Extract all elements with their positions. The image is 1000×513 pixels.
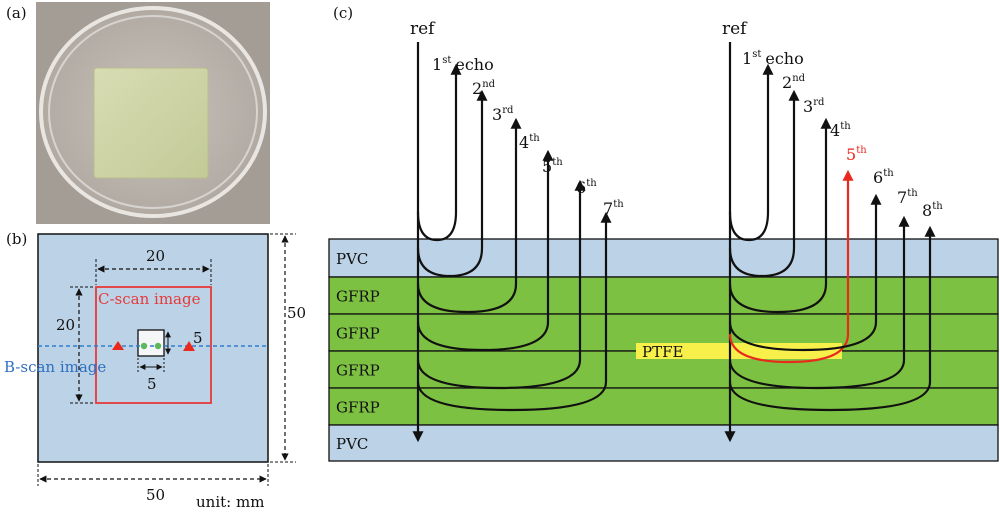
right-echo-label-5: 5th xyxy=(846,145,867,164)
panel-label-c: (c) xyxy=(333,4,354,22)
right-echo-label-3: 3rd xyxy=(803,97,825,116)
right-echo-label-4: 4th xyxy=(830,121,851,140)
layer-pvc-1 xyxy=(328,238,999,278)
gfrp-sample-board xyxy=(93,67,209,179)
left-echo-label-3: 3rd xyxy=(492,105,514,124)
defect-region-box xyxy=(137,329,165,357)
marker-dot-right xyxy=(154,342,162,350)
right-echo-path-4 xyxy=(728,169,854,364)
left-echo-path-6 xyxy=(416,211,612,412)
dim-bottom-label: 50 xyxy=(146,486,165,504)
right-echo-path-1 xyxy=(728,63,774,242)
layer-label-2: GFRP xyxy=(336,288,380,306)
echo-paths xyxy=(412,42,936,443)
panel-label-b: (b) xyxy=(6,230,28,248)
dim-left-label: 20 xyxy=(56,316,75,334)
right-echo-path-7 xyxy=(728,225,936,412)
left-echo-path-2 xyxy=(416,89,488,278)
layer-pvc-6 xyxy=(328,424,999,462)
right-echo-label-7: 7th xyxy=(897,188,918,207)
right-echo-path-2 xyxy=(728,89,800,278)
cscan-area-box xyxy=(95,286,212,404)
left-echo-label-2: 2nd xyxy=(472,79,496,98)
layer-label-5: GFRP xyxy=(336,399,380,417)
left-echo-label-7: 7th xyxy=(603,199,624,218)
cscan-label: C-scan image xyxy=(98,290,201,308)
right-ref-label: ref xyxy=(722,19,748,39)
layer-label-6: PVC xyxy=(336,435,368,453)
layer-gfrp-2 xyxy=(328,276,999,315)
small-dim-h-label: 5 xyxy=(147,375,157,393)
marker-triangle-left xyxy=(112,341,124,350)
right-echo-label-6: 6th xyxy=(873,168,894,187)
layer-gfrp-5 xyxy=(328,387,999,426)
unit-label: unit: mm xyxy=(196,493,264,511)
marker-dot-left xyxy=(140,342,148,350)
left-ref-label: ref xyxy=(410,19,436,39)
panel-label-a: (a) xyxy=(6,4,27,22)
left-echo-path-4 xyxy=(416,149,554,352)
layer-label-3: GFRP xyxy=(336,325,380,343)
left-echo-path-3 xyxy=(416,117,522,314)
layer-label-1: PVC xyxy=(336,250,368,268)
right-echo-path-3 xyxy=(728,117,832,314)
left-echo-label-5: 5th xyxy=(542,157,563,176)
left-echo-path-5 xyxy=(416,179,586,390)
layer-label-4: GFRP xyxy=(336,362,380,380)
right-echo-label-2: 2nd xyxy=(782,73,806,92)
ptfe-label: PTFE xyxy=(642,343,683,361)
marker-triangle-right xyxy=(183,341,195,351)
dim-top-label: 20 xyxy=(146,247,165,265)
right-echo-label-8: 8th xyxy=(922,201,943,220)
dim-right-label: 50 xyxy=(287,304,306,322)
left-echo-label-6: 6th xyxy=(576,178,597,197)
small-dim-v-label: 5 xyxy=(193,329,203,347)
left-echo-label-4: 4th xyxy=(519,133,540,152)
left-echo-path-1 xyxy=(416,63,462,242)
right-echo-path-5 xyxy=(728,193,882,352)
right-echo-path-6 xyxy=(728,215,910,390)
layer-stack: PVC GFRP GFRP GFRP GFRP PVC PTFE xyxy=(328,238,999,462)
